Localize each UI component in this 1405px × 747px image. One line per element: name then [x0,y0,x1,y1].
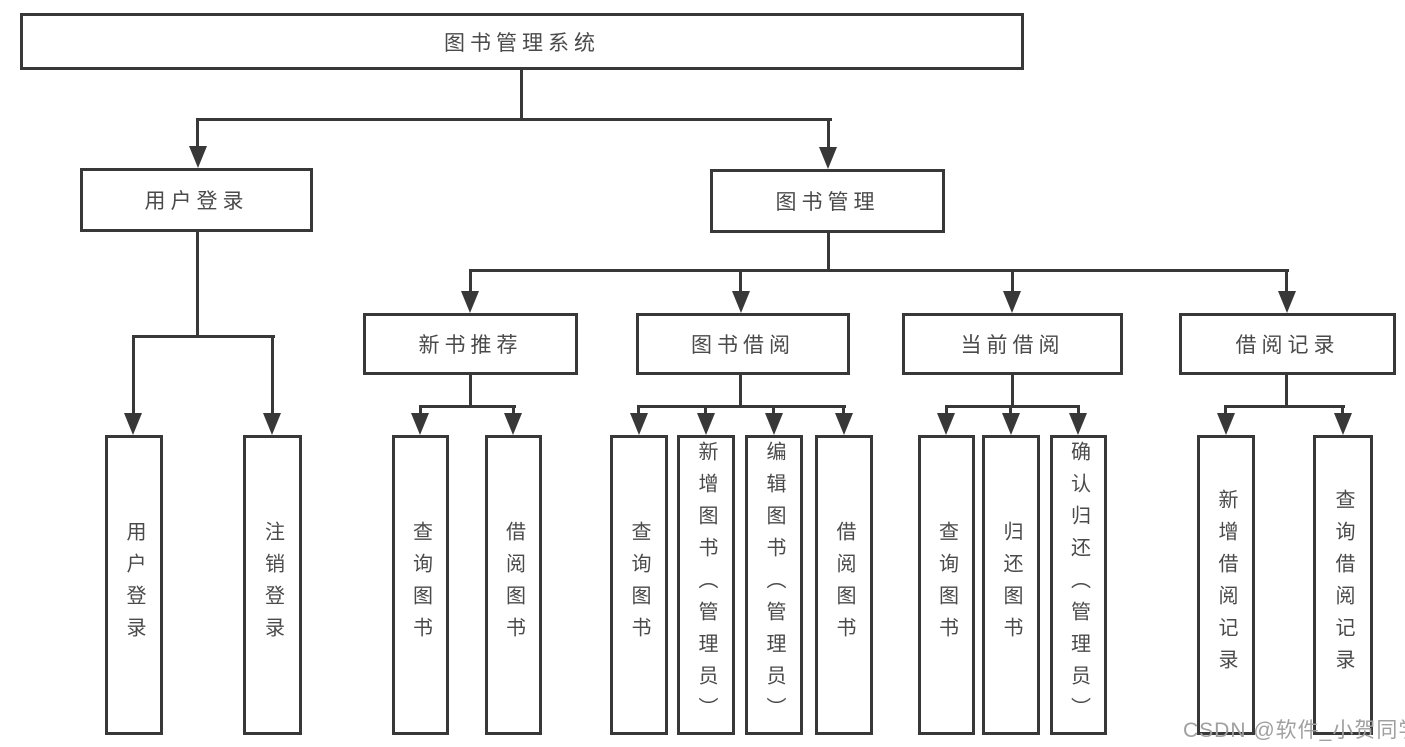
connector-line [1011,269,1014,295]
connector-line [196,232,199,338]
node-label: 图书管理 [775,191,880,214]
connector-line [704,405,707,415]
connector-line [469,269,472,295]
arrowhead-down-icon [461,291,479,313]
node-label: 图书借阅 [691,334,795,357]
arrowhead-down-icon [835,413,853,435]
arrowhead-down-icon [411,413,429,435]
connector-line [132,335,275,338]
node-label: 用户登录 [144,190,249,213]
arrowhead-down-icon [1002,413,1020,435]
leaf-confirm-return-admin: 确认归还（管理员） [1050,435,1107,735]
leaf-add-borrow-record: 新增借阅记录 [1197,435,1255,735]
leaf-label: 查询图书 [409,521,432,649]
leaf-edit-books-admin: 编辑图书（管理员） [745,435,803,735]
connector-line [945,405,1080,408]
connector-line [637,405,640,415]
leaf-add-books-admin: 新增图书（管理员） [677,435,735,735]
node-user-login: 用户登录 [80,168,313,232]
leaf-user-login: 用户登录 [105,435,163,735]
connector-line [196,118,199,148]
leaf-label: 注销登录 [261,521,284,649]
watermark: CSDN @软件_小贺同学 [1183,719,1405,742]
leaf-query-borrow-record: 查询借阅记录 [1313,435,1373,735]
connector-line [637,405,846,408]
leaf-label: 确认归还（管理员） [1067,441,1090,729]
connector-line [469,375,472,408]
connector-line [469,269,1289,272]
connector-line [196,118,832,121]
leaf-logout: 注销登录 [243,435,302,735]
leaf-query-books-2: 查询图书 [610,435,668,735]
connector-line [1224,405,1345,408]
arrowhead-down-icon [504,413,522,435]
connector-line [827,118,830,148]
connector-line [520,70,523,121]
connector-line [1009,405,1012,415]
leaf-label: 查询图书 [935,521,958,649]
leaf-label: 归还图书 [1000,521,1022,649]
leaf-query-books-1: 查询图书 [392,435,449,735]
arrowhead-down-icon [263,413,281,435]
arrowhead-down-icon [1217,413,1235,435]
connector-line [1224,405,1227,415]
leaf-label: 查询借阅记录 [1332,489,1354,681]
connector-line [1341,405,1344,415]
leaf-query-books-3: 查询图书 [918,435,975,735]
connector-line [772,405,775,415]
leaf-label: 借阅图书 [502,521,525,649]
leaf-label: 查询图书 [628,521,650,649]
arrowhead-down-icon [732,291,750,313]
node-label: 当前借阅 [960,334,1065,357]
node-label: 新书推荐 [418,334,523,357]
leaf-label: 编辑图书（管理员） [763,441,785,729]
connector-line [1011,375,1014,408]
arrowhead-down-icon [189,146,207,168]
connector-line [739,375,742,408]
leaf-label: 借阅图书 [833,521,855,649]
leaf-label: 用户登录 [123,521,145,649]
connector-line [419,405,422,415]
connector-line [132,335,135,415]
node-borrow-records: 借阅记录 [1179,313,1396,375]
connector-line [1285,269,1288,295]
arrowhead-down-icon [937,413,955,435]
connector-line [739,269,742,295]
node-current-borrow: 当前借阅 [902,313,1123,375]
arrowhead-down-icon [124,413,142,435]
leaf-borrow-books-1: 借阅图书 [485,435,542,735]
arrowhead-down-icon [819,147,837,169]
arrowhead-down-icon [630,413,648,435]
connector-line [827,233,830,272]
connector-line [419,405,516,408]
connector-line [842,405,845,415]
leaf-label: 新增图书（管理员） [695,441,717,729]
arrowhead-down-icon [1069,413,1087,435]
connector-line [512,405,515,415]
leaf-label: 新增借阅记录 [1215,489,1237,681]
node-book-borrow: 图书借阅 [636,313,850,375]
connector-line [271,335,274,415]
arrowhead-down-icon [1278,291,1296,313]
node-root-label: 图书管理系统 [444,31,600,55]
leaf-borrow-books-2: 借阅图书 [815,435,873,735]
connector-line [945,405,948,415]
node-root: 图书管理系统 [20,13,1024,70]
node-label: 借阅记录 [1235,334,1340,357]
leaf-return-books: 归还图书 [982,435,1040,735]
arrowhead-down-icon [765,413,783,435]
arrowhead-down-icon [1003,291,1021,313]
connector-line [1285,375,1288,408]
connector-line [1077,405,1080,415]
node-book-management: 图书管理 [710,169,945,233]
node-new-book-recommend: 新书推荐 [363,313,578,375]
arrowhead-down-icon [1334,413,1352,435]
arrowhead-down-icon [697,413,715,435]
